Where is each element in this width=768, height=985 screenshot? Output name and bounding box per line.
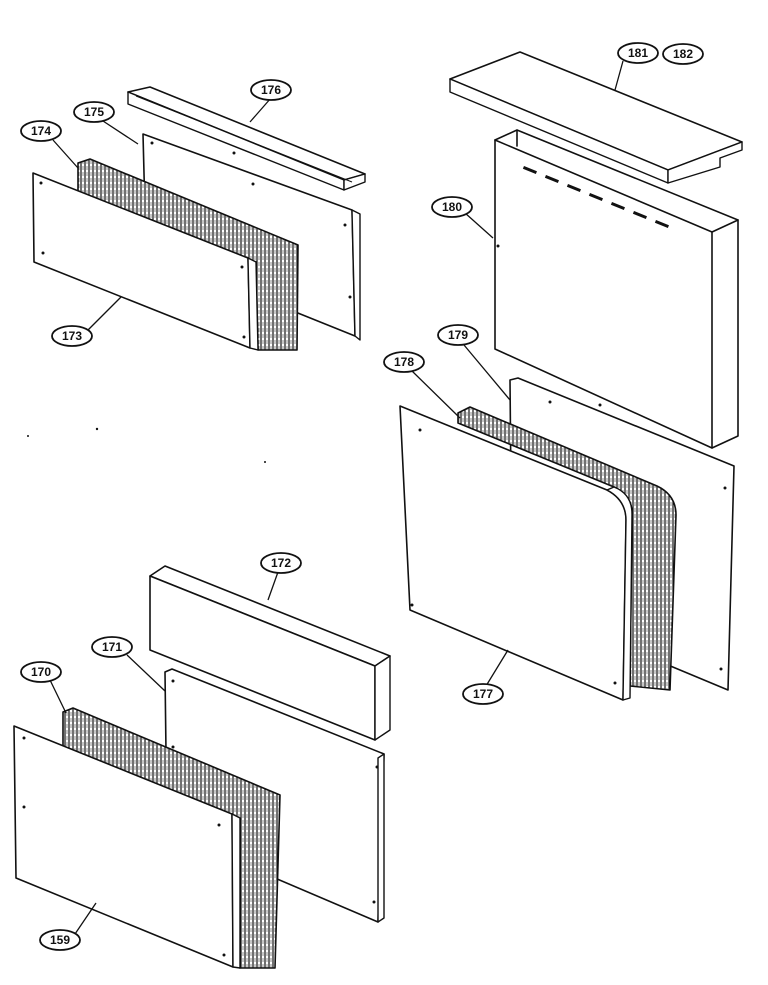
callout-179: 179 xyxy=(437,324,479,346)
callout-170-label: 170 xyxy=(31,665,51,679)
callout-172-label: 172 xyxy=(271,556,291,570)
callout-178-label: 178 xyxy=(394,355,414,369)
callout-171: 171 xyxy=(91,636,133,658)
callout-173-label: 173 xyxy=(62,329,82,343)
callout-178: 178 xyxy=(383,351,425,373)
callout-180-label: 180 xyxy=(442,200,462,214)
callout-171-label: 171 xyxy=(102,640,122,654)
leader-lines xyxy=(49,60,624,935)
callout-172: 172 xyxy=(260,552,302,574)
callout-173: 173 xyxy=(51,325,93,347)
callout-175-label: 175 xyxy=(84,105,104,119)
callout-180: 180 xyxy=(431,196,473,218)
callout-176-label: 176 xyxy=(261,83,281,97)
part-181-182-top-cover xyxy=(449,51,743,184)
callout-179-label: 179 xyxy=(448,328,468,342)
callout-159: 159 xyxy=(39,929,81,951)
part-159-front-panel xyxy=(13,725,241,969)
part-180-cabinet-body xyxy=(494,129,739,449)
callout-174: 174 xyxy=(20,120,62,142)
callout-182-label: 182 xyxy=(673,47,693,61)
callout-174-label: 174 xyxy=(31,124,51,138)
callout-170: 170 xyxy=(20,661,62,683)
callout-177-label: 177 xyxy=(473,687,493,701)
top-left-assembly xyxy=(32,86,366,351)
callout-181: 181 xyxy=(617,42,659,64)
part-177-front-panel xyxy=(399,405,633,701)
part-176-top-trim xyxy=(127,86,366,191)
part-173-front-panel xyxy=(32,172,259,351)
callout-159-label: 159 xyxy=(50,933,70,947)
part-172-cabinet-box xyxy=(149,565,391,741)
right-assembly xyxy=(399,51,743,701)
callout-176: 176 xyxy=(250,79,292,101)
callout-182: 182 xyxy=(662,43,704,65)
callout-177: 177 xyxy=(462,683,504,705)
bottom-left-assembly xyxy=(13,565,391,969)
vent-slots xyxy=(522,166,669,229)
callout-175: 175 xyxy=(73,101,115,123)
callout-181-label: 181 xyxy=(628,46,648,60)
